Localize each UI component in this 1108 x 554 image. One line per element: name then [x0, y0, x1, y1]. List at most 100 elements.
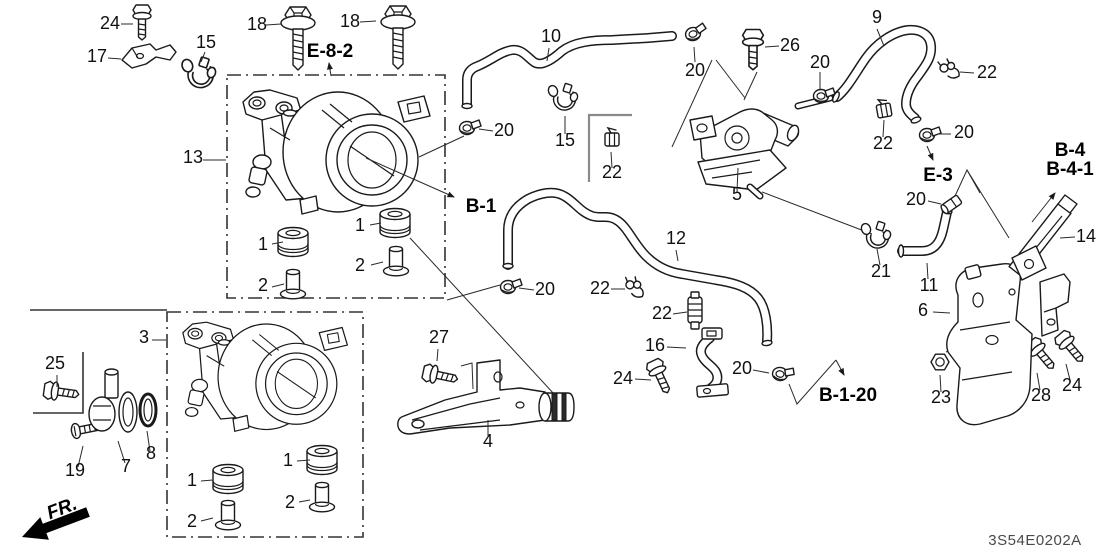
callout-22-mid: 22 [602, 162, 622, 182]
callout-3: 3 [139, 327, 149, 347]
diagram-part-code: 3S54E0202A [988, 532, 1081, 549]
callout-14: 14 [1076, 226, 1096, 246]
callout-9: 9 [872, 7, 882, 27]
clamp-21 [859, 220, 893, 249]
clip-22-canister [874, 97, 893, 119]
callout-6: 6 [918, 300, 928, 320]
bolt-25 [42, 379, 81, 405]
upper-assembly-box [226, 74, 446, 299]
callout-20-hose12: 20 [535, 279, 555, 299]
clamp-20-b120 [770, 364, 796, 384]
callout-18-a: 18 [247, 14, 267, 34]
callout-23: 23 [931, 387, 951, 407]
bushing-1-lr [306, 444, 338, 476]
ref-b1: B-1 [466, 196, 497, 217]
connector-20 [940, 194, 963, 215]
collar-2-ul [279, 268, 307, 300]
arrow-to-b4 [1031, 192, 1056, 223]
callout-24-top: 24 [100, 13, 120, 33]
callout-13: 13 [183, 147, 203, 167]
callout-19: 19 [65, 460, 85, 480]
callout-15-top: 15 [196, 32, 216, 52]
callout-20-hose10: 20 [685, 60, 705, 80]
bolt-27 [420, 362, 461, 389]
bracket-4 [397, 359, 575, 435]
fr-direction: FR. [22, 494, 90, 540]
hose-12 [502, 187, 773, 347]
callout-24-mid: 24 [613, 368, 633, 388]
collar-2-lr [308, 481, 336, 513]
callout-1-ur: 1 [355, 215, 365, 235]
callout-8: 8 [146, 443, 156, 463]
callout-18-b: 18 [340, 11, 360, 31]
callout-16: 16 [645, 335, 665, 355]
bolt-24-br [1051, 327, 1090, 368]
throttle-body-copy [182, 321, 349, 432]
callout-27: 27 [429, 327, 449, 347]
clamp-20-e3 [918, 126, 942, 143]
assembly-lines [409, 59, 1010, 405]
bushing-1-ur [379, 207, 411, 239]
callout-20-throttle: 20 [494, 120, 514, 140]
clamp-15-top [179, 55, 218, 89]
ref-e3: E-3 [923, 165, 953, 186]
side-bracket [1039, 273, 1071, 337]
callout-labels: 24 17 15 18 E-8-2 18 10 20 26 9 20 22 20… [45, 7, 1096, 531]
hose-10 [461, 31, 677, 110]
bolt-18-b [380, 5, 416, 70]
callout-25: 25 [45, 353, 65, 373]
callout-20-pump: 20 [810, 52, 830, 72]
throttle-body [242, 89, 431, 215]
callout-1-ul: 1 [258, 234, 268, 254]
fr-arrow-icon [22, 507, 90, 540]
hose-9 [832, 24, 937, 124]
collar-2-ll [214, 499, 242, 531]
callout-7: 7 [121, 456, 131, 476]
lower-assembly-box [166, 311, 364, 538]
callout-24-br: 24 [1062, 375, 1082, 395]
callout-12: 12 [666, 228, 686, 248]
shield-6 [946, 263, 1033, 426]
callout-1-ll: 1 [187, 470, 197, 490]
callout-20-b120: 20 [732, 358, 752, 378]
callout-2-ll: 2 [187, 511, 197, 531]
clip-22-bracket-line [587, 113, 632, 182]
arrow-to-b1-20 [835, 359, 845, 376]
callout-1-lr: 1 [283, 450, 293, 470]
clamp-20-hose10 [682, 21, 709, 43]
collar-2-ur [382, 245, 410, 277]
joint-22 [687, 291, 703, 330]
callout-28: 28 [1031, 385, 1051, 405]
callout-5: 5 [732, 184, 742, 204]
callout-22-hose12: 22 [590, 278, 610, 298]
bolt-24-top [132, 4, 152, 41]
callout-20-e3: 20 [954, 122, 974, 142]
callout-15-mid: 15 [555, 130, 575, 150]
clamp-20-hose12 [499, 278, 523, 295]
clamp-20-throttle [458, 119, 482, 136]
callout-22-canister: 22 [873, 133, 893, 153]
bolt-25-bracket-line [33, 352, 84, 414]
ref-b1-20: B-1-20 [819, 385, 877, 406]
ref-e8-2: E-8-2 [307, 41, 353, 62]
group-boxes [30, 74, 632, 538]
stay-16 [695, 327, 729, 398]
bracket-14 [1008, 194, 1078, 281]
clip-22-hose12 [620, 273, 648, 300]
bracket-17 [121, 43, 177, 69]
callout-10: 10 [541, 26, 561, 46]
valve-7 [88, 368, 138, 433]
arrow-to-e3 [926, 145, 934, 161]
nut-23 [930, 353, 950, 371]
callout-2-lr: 2 [285, 492, 295, 512]
callout-11: 11 [920, 275, 939, 295]
leader-lines [56, 20, 1076, 522]
callout-17: 17 [87, 46, 107, 66]
clip-22-mid [604, 127, 620, 147]
arrow-to-b1 [365, 157, 455, 198]
clip-22-top [937, 58, 960, 79]
callout-22-joint: 22 [652, 303, 672, 323]
callout-21: 21 [871, 261, 891, 281]
callout-2-ur: 2 [355, 255, 365, 275]
